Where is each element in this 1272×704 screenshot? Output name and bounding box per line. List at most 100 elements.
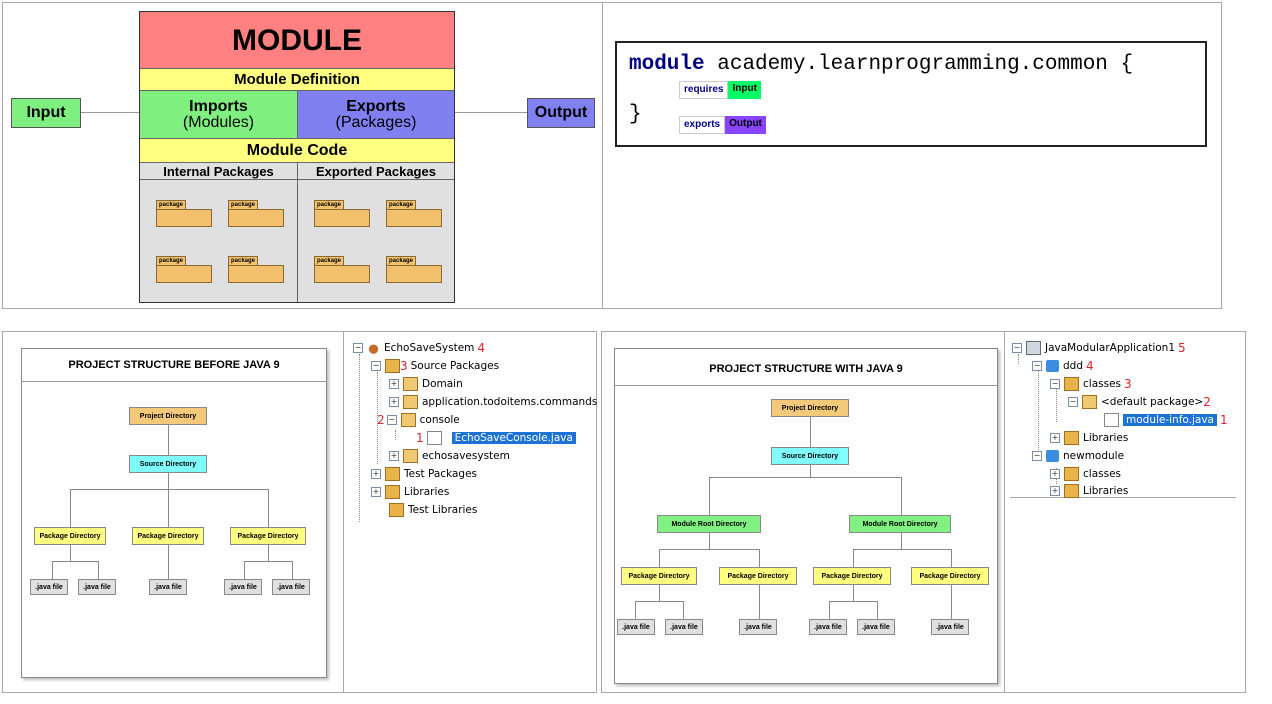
- expand-icon[interactable]: +: [389, 379, 399, 389]
- tree-label: Libraries: [1083, 485, 1129, 497]
- tree-label-selected: EchoSaveConsole.java: [451, 432, 576, 444]
- expand-icon[interactable]: +: [371, 469, 381, 479]
- tree-number: 4: [1086, 359, 1094, 373]
- tree-guide: [1038, 364, 1039, 456]
- tree-node-test-libraries[interactable]: Test Libraries: [389, 502, 477, 518]
- before-separator: [343, 332, 344, 692]
- before-diagram: PROJECT STRUCTURE BEFORE JAVA 9 Project …: [21, 348, 327, 678]
- tree-label: newmodule: [1063, 450, 1125, 462]
- tree-guide: [1018, 354, 1019, 364]
- tree2-node-default-package[interactable]: − <default package>2: [1068, 394, 1214, 410]
- module-title: MODULE: [140, 12, 454, 68]
- tree-label: EchoSaveSystem: [384, 342, 475, 354]
- java-file-box: .java file: [665, 619, 703, 635]
- connector-line: [52, 561, 98, 562]
- library-icon: [389, 503, 404, 517]
- expand-icon[interactable]: +: [389, 397, 399, 407]
- connector-line: [168, 545, 169, 579]
- connector-line: [901, 533, 902, 549]
- tree-guide: [377, 372, 378, 464]
- module-name: academy.learnprogramming.common {: [717, 53, 1134, 76]
- expand-icon[interactable]: +: [1050, 486, 1060, 496]
- connector-line: [810, 465, 811, 477]
- tree-node-console-file[interactable]: 1 EchoSaveConsole.java: [413, 430, 576, 446]
- java-file-box: .java file: [224, 579, 262, 595]
- tree-guide: [395, 430, 396, 440]
- collapse-icon[interactable]: −: [386, 415, 397, 425]
- package-directory-box: Package Directory: [34, 527, 106, 545]
- package-icon: [403, 395, 418, 409]
- exports-box: Exports (Packages): [297, 90, 454, 138]
- expand-icon[interactable]: +: [371, 487, 381, 497]
- tree-number: 5: [1178, 341, 1186, 355]
- connector-line: [709, 477, 710, 515]
- expand-icon[interactable]: +: [389, 451, 399, 461]
- tree-node-console[interactable]: 2 − console: [377, 412, 460, 428]
- tree-node-domain[interactable]: + Domain: [389, 376, 463, 392]
- collapse-icon[interactable]: −: [1050, 379, 1060, 389]
- collapse-icon[interactable]: −: [353, 343, 363, 353]
- package-icon: [228, 209, 284, 227]
- package-icon: [400, 413, 416, 427]
- close-brace: }: [629, 103, 642, 126]
- tree-label: Libraries: [404, 486, 450, 498]
- package-directory-box: Package Directory: [132, 527, 204, 545]
- modular-project-icon: [1026, 341, 1041, 355]
- collapse-icon[interactable]: −: [1068, 397, 1078, 407]
- expand-icon[interactable]: +: [1050, 469, 1060, 479]
- tree2-node-libraries[interactable]: + Libraries: [1050, 430, 1128, 446]
- tree-guide: [1056, 382, 1057, 422]
- imports-title: Imports: [189, 98, 248, 115]
- tree2-node-newmodule[interactable]: − newmodule: [1032, 448, 1124, 464]
- connector-line: [268, 545, 269, 561]
- package-icon: [156, 209, 212, 227]
- connector-line: [829, 601, 877, 602]
- input-box: Input: [11, 98, 81, 128]
- with-diagram: PROJECT STRUCTURE WITH JAVA 9 Project Di…: [614, 348, 998, 684]
- package-icon: [314, 265, 370, 283]
- tree-node-echosavesystem[interactable]: + echosavesystem: [389, 448, 510, 464]
- expand-icon[interactable]: +: [1050, 433, 1060, 443]
- collapse-icon[interactable]: −: [1032, 451, 1042, 461]
- before-title: PROJECT STRUCTURE BEFORE JAVA 9: [68, 359, 280, 371]
- tree-number: 3: [400, 359, 408, 373]
- imports-sub: (Modules): [182, 114, 255, 131]
- java-file-box: .java file: [739, 619, 777, 635]
- folder-icon: [1064, 467, 1079, 481]
- connector-line: [709, 477, 901, 478]
- package-folder-icon: [385, 359, 400, 373]
- with-separator: [1004, 332, 1005, 692]
- module-code: Module Code: [140, 138, 454, 162]
- package-directory-box: Package Directory: [719, 567, 797, 585]
- tree-number: 2: [377, 413, 385, 427]
- module-definition: Module Definition: [140, 68, 454, 90]
- connector-line: [659, 585, 660, 601]
- tree-label: <default package>: [1101, 396, 1204, 408]
- exports-value: Output: [725, 116, 766, 134]
- collapse-icon[interactable]: −: [1012, 343, 1022, 353]
- tree2-node-libraries2[interactable]: + Libraries: [1050, 483, 1128, 499]
- tree-label: application.todoitems.commands: [422, 396, 598, 408]
- connector-line: [292, 561, 293, 579]
- tree2-node-classes2[interactable]: + classes: [1050, 466, 1121, 482]
- module-keyword: module: [629, 53, 705, 76]
- module-declaration: module academy.learnprogramming.common {: [629, 53, 1133, 76]
- tree-number: 3: [1124, 377, 1132, 391]
- with-java9-panel: PROJECT STRUCTURE WITH JAVA 9 Project Di…: [601, 331, 1246, 693]
- package-directory-box: Package Directory: [911, 567, 989, 585]
- tree-label: classes: [1083, 378, 1121, 390]
- internal-packages-label: Internal Packages: [140, 162, 297, 180]
- tree-node-commands[interactable]: + application.todoitems.commands: [389, 394, 597, 410]
- collapse-icon[interactable]: −: [1032, 361, 1042, 371]
- tree-node-libraries[interactable]: + Libraries: [371, 484, 449, 500]
- collapse-icon[interactable]: −: [371, 361, 381, 371]
- tree-node-test-packages[interactable]: + Test Packages: [371, 466, 477, 482]
- code-panel: module academy.learnprogramming.common {…: [602, 2, 1222, 309]
